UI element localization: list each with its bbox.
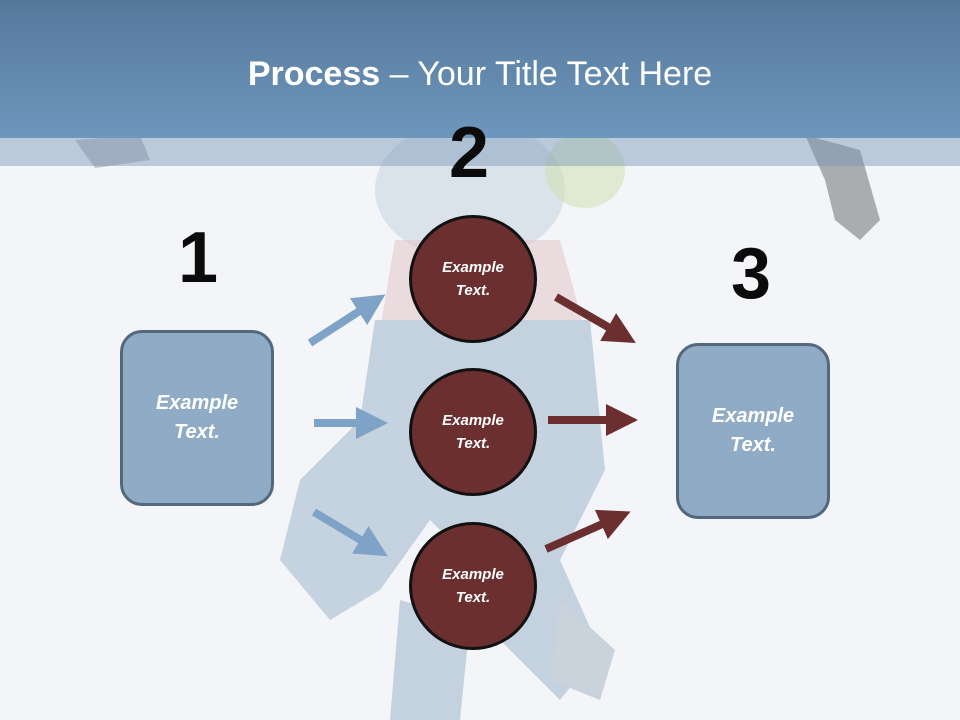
circle-top: Example Text. — [409, 215, 537, 343]
step-number-2: 2 — [449, 113, 490, 193]
title-rest: – Your Title Text Here — [380, 55, 713, 93]
circle-middle-text: Example Text. — [442, 412, 504, 452]
title-bar-strip — [0, 138, 960, 166]
step-number-3: 3 — [731, 234, 772, 314]
title-bar — [0, 0, 960, 138]
circle-top-text: Example Text. — [442, 259, 504, 299]
arrow-top-to-right — [554, 293, 636, 343]
right-box-text: Example Text. — [711, 405, 795, 456]
left-box: Example Text. — [120, 330, 274, 506]
arrow-bottom-to-right — [544, 509, 631, 553]
arrow-left-to-top — [307, 294, 386, 347]
left-box-text: Example Text. — [155, 392, 239, 443]
right-box: Example Text. — [676, 343, 830, 519]
circle-bottom: Example Text. — [409, 522, 537, 650]
title-bold: Process — [247, 55, 381, 93]
step-number-1: 1 — [178, 218, 219, 298]
arrow-left-to-bottom — [311, 508, 388, 557]
slide-title: Process – Your Title Text Here — [0, 52, 960, 96]
circle-middle: Example Text. — [409, 368, 537, 496]
circle-bottom-text: Example Text. — [442, 566, 504, 606]
